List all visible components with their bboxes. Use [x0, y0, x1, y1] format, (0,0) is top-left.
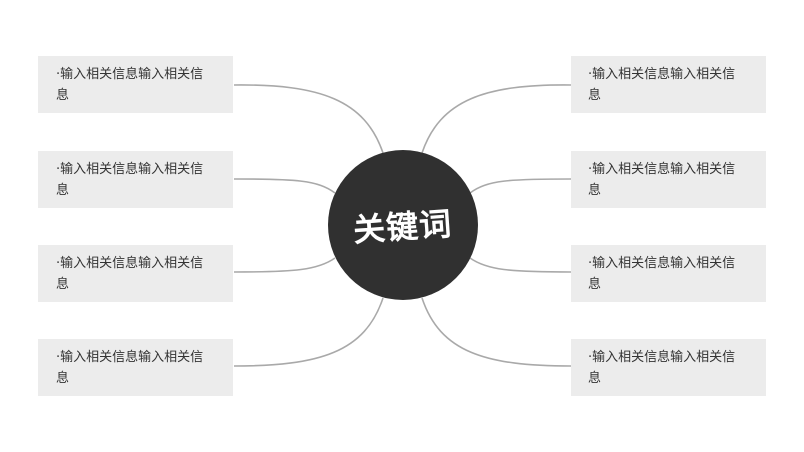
connector-right-4 [421, 297, 572, 367]
info-text-left-3: ·输入相关信息输入相关信息 [56, 255, 204, 292]
info-box-right-1: ·输入相关信息输入相关信息 [571, 56, 766, 113]
connector-right-1 [421, 84, 572, 154]
info-text-left-1: ·输入相关信息输入相关信息 [56, 66, 204, 103]
connector-left-2 [233, 178, 336, 194]
info-text-right-4: ·输入相关信息输入相关信息 [588, 349, 736, 386]
center-keyword-node: 关键词 [328, 150, 478, 300]
info-box-right-3: ·输入相关信息输入相关信息 [571, 245, 766, 302]
info-box-right-4: ·输入相关信息输入相关信息 [571, 339, 766, 396]
center-keyword-label: 关键词 [352, 204, 454, 250]
info-text-left-2: ·输入相关信息输入相关信息 [56, 161, 204, 198]
info-text-right-2: ·输入相关信息输入相关信息 [588, 161, 736, 198]
info-box-left-3: ·输入相关信息输入相关信息 [38, 245, 233, 302]
info-text-right-1: ·输入相关信息输入相关信息 [588, 66, 736, 103]
info-box-left-1: ·输入相关信息输入相关信息 [38, 56, 233, 113]
connector-right-2 [469, 178, 572, 194]
info-box-left-2: ·输入相关信息输入相关信息 [38, 151, 233, 208]
info-box-left-4: ·输入相关信息输入相关信息 [38, 339, 233, 396]
info-text-right-3: ·输入相关信息输入相关信息 [588, 255, 736, 292]
info-text-left-4: ·输入相关信息输入相关信息 [56, 349, 204, 386]
info-box-right-2: ·输入相关信息输入相关信息 [571, 151, 766, 208]
connector-left-3 [233, 257, 336, 273]
connector-right-3 [469, 257, 572, 273]
connector-left-1 [233, 84, 384, 154]
connector-left-4 [233, 297, 384, 367]
